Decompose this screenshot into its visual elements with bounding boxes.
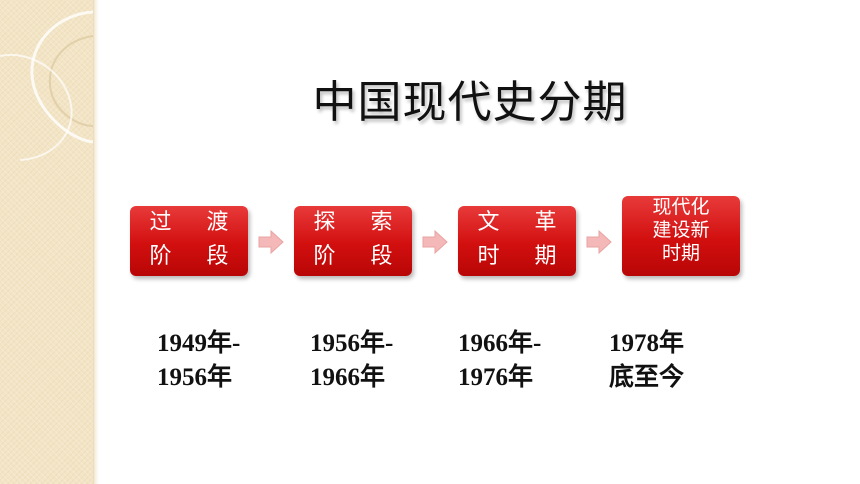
- period-dates: 1956年- 1966年: [310, 327, 393, 395]
- right-arrow-icon: [258, 229, 284, 255]
- right-arrow-icon: [422, 229, 448, 255]
- period-box-cultural-revolution: 文 革 时 期: [458, 206, 576, 276]
- period-box-line: 阶 段: [313, 244, 407, 269]
- period-dates: 1949年- 1956年: [157, 327, 240, 395]
- decorative-rings: [0, 10, 93, 161]
- date-end: 1976年: [458, 364, 534, 391]
- date-end: 1966年: [310, 364, 386, 391]
- period-dates: 1966年- 1976年: [458, 327, 541, 395]
- period-dates: 1978年 底至今: [609, 327, 684, 395]
- period-box-modernization: 现代化 建设新 时期: [622, 196, 740, 276]
- period-box-line: 时 期: [477, 244, 571, 269]
- period-box-line: 建设新: [652, 219, 710, 241]
- date-end: 1956年: [157, 364, 233, 391]
- date-start: 1956年-: [310, 330, 394, 357]
- period-box-line: 阶 段: [149, 244, 243, 269]
- date-start: 1966年-: [458, 330, 542, 357]
- side-panel-border: [93, 0, 99, 484]
- period-box-line: 探 索: [313, 210, 407, 235]
- decorative-side-panel: [0, 0, 93, 484]
- period-box-line: 文 革: [477, 210, 571, 235]
- date-start: 1949年-: [157, 330, 241, 357]
- period-box-line: 时期: [661, 242, 700, 264]
- period-box-exploration: 探 索 阶 段: [294, 206, 412, 276]
- right-arrow-icon: [586, 229, 612, 255]
- date-start: 1978年: [609, 330, 685, 357]
- period-box-line: 现代化: [652, 196, 710, 218]
- date-end: 底至今: [609, 364, 685, 391]
- period-box-transition: 过 渡 阶 段: [130, 206, 248, 276]
- page-title: 中国现代史分期: [312, 77, 628, 128]
- period-box-line: 过 渡: [149, 210, 243, 235]
